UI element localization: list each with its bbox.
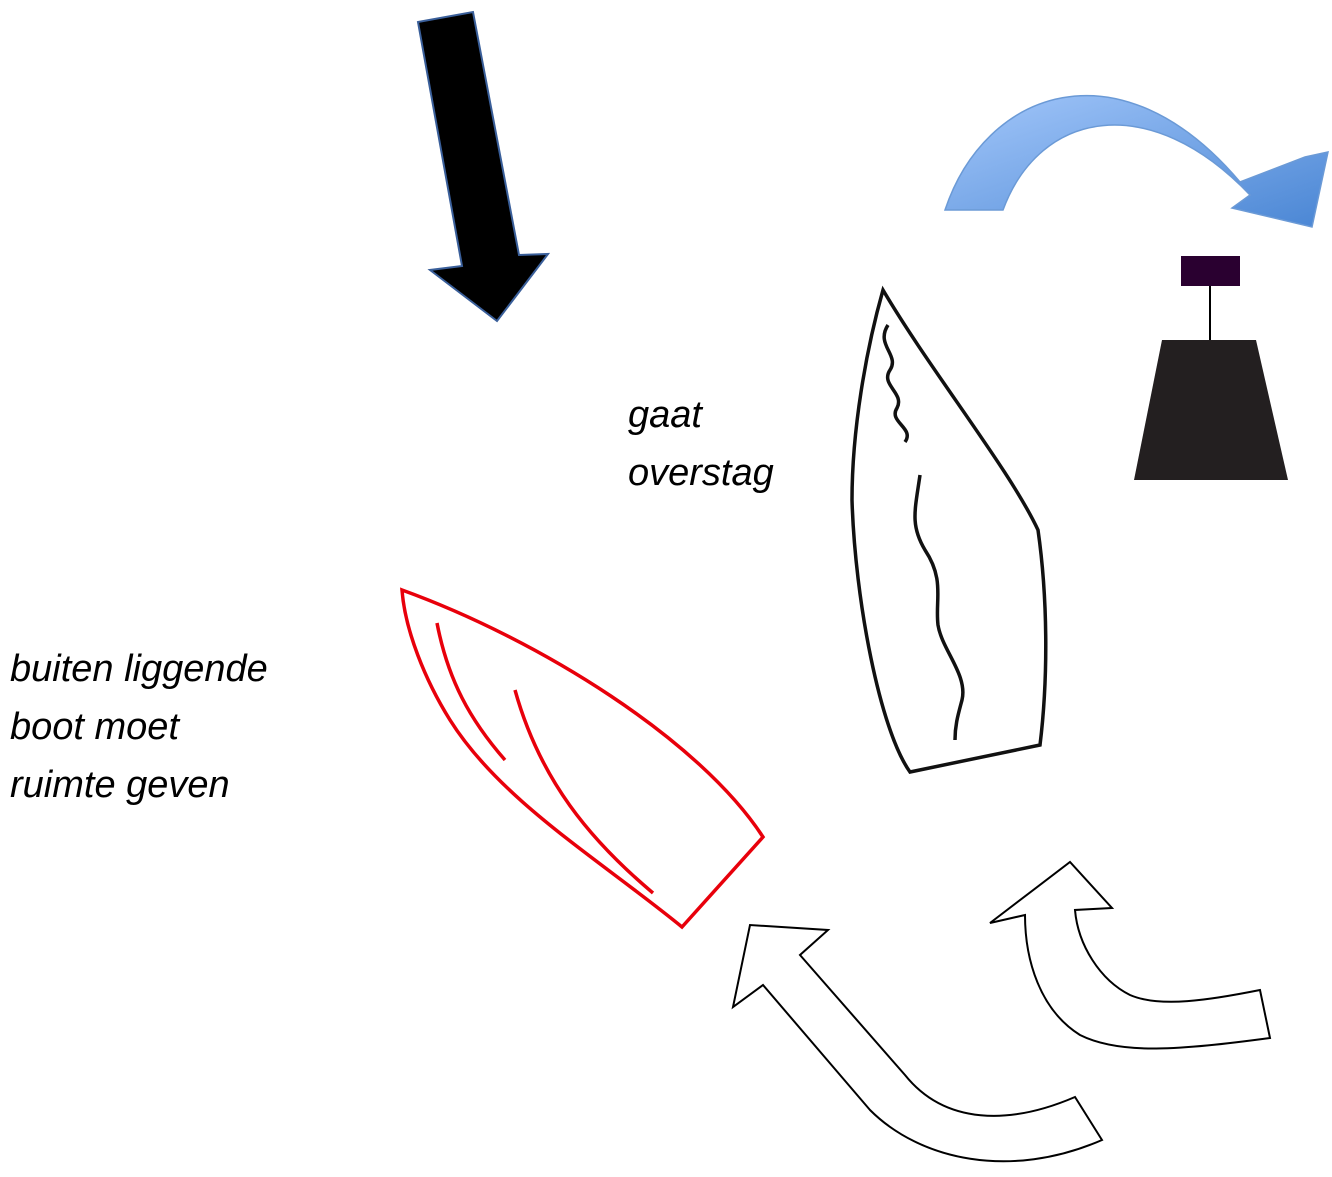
sail-line-aft (515, 690, 653, 893)
wind-direction-arrow-icon (418, 12, 548, 321)
buoy-mark-icon (1134, 256, 1288, 480)
tacking-label-line-1: gaat (628, 386, 774, 444)
outside-boat-label-line-2: boot moet (10, 698, 268, 756)
sail-leech-line (915, 475, 963, 740)
sailboat-icon (402, 590, 763, 927)
rounding-direction-arrow-icon (945, 96, 1328, 227)
curved-course-arrow-icon (990, 862, 1270, 1049)
sail-luff-line (884, 325, 907, 442)
sailboat-icon (852, 290, 1046, 772)
tacking-label: gaat overstag (628, 386, 774, 502)
sail-line-forward (437, 623, 505, 760)
tacking-label-line-2: overstag (628, 444, 774, 502)
outside-boat-label-line-1: buiten liggende (10, 640, 268, 698)
outside-boat-label: buiten liggende boot moet ruimte geven (10, 640, 268, 814)
outside-boat (402, 590, 763, 927)
outside-boat-label-line-3: ruimte geven (10, 756, 268, 814)
tacking-boat (852, 290, 1046, 772)
